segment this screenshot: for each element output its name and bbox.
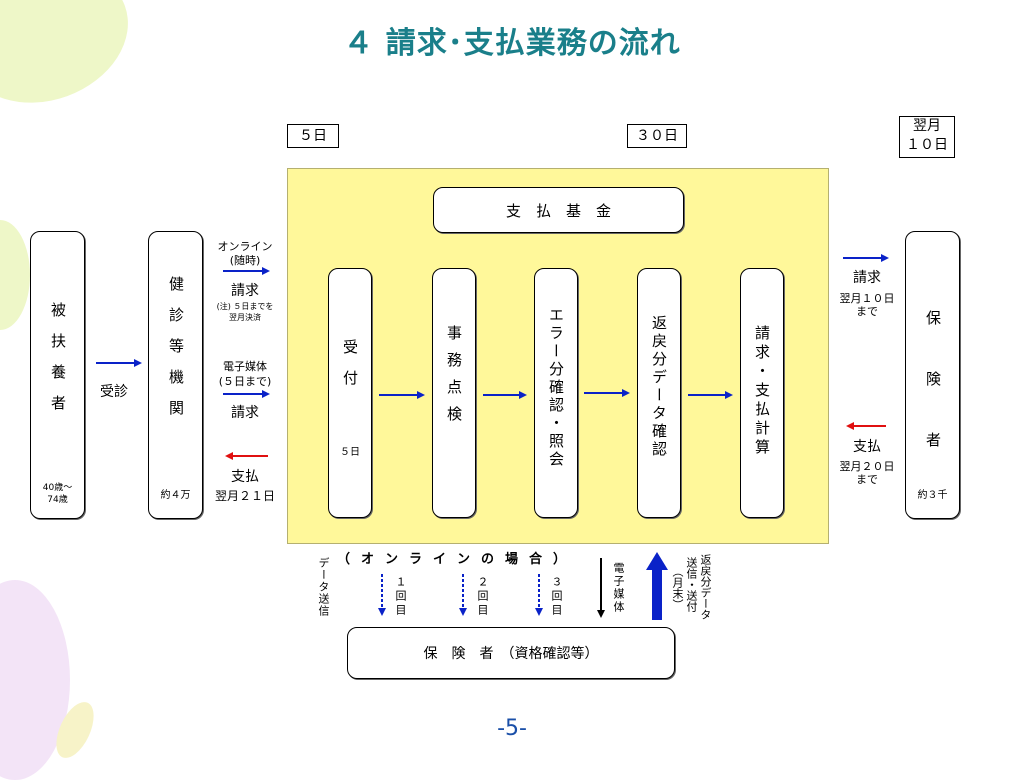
- shiharai-left-label: 支払: [231, 469, 259, 485]
- shiharai-right-label: 支払: [853, 439, 881, 455]
- step-error-check: エラー分確認・照会: [534, 268, 578, 518]
- fund-title-box: 支 払 基 金: [433, 187, 684, 233]
- shiharai-left-date: 翌月２１日: [214, 489, 275, 503]
- media-line1: 電子媒体: [223, 360, 267, 373]
- seikyu-right-label: 請求: [853, 270, 881, 286]
- round2-label: ２回目: [476, 576, 489, 618]
- data-send-label: データ送信: [317, 557, 330, 617]
- dependents-age-line1: 40歳～: [42, 483, 73, 493]
- step-uketsuke: 受付 ５日: [328, 268, 372, 518]
- dependents-age-line2: 74歳: [47, 495, 68, 505]
- note-line1: (注) ５日までを: [216, 302, 274, 311]
- seikyu-media-label: 請求: [231, 405, 259, 421]
- round1-label: １回目: [394, 576, 407, 618]
- day-30-label: ３０日: [636, 128, 678, 144]
- insurer-bottom-label: 保 険 者 （資格確認等）: [423, 646, 599, 662]
- shiharai-right-date-line2: まで: [856, 473, 878, 486]
- dependents-label: 被扶養者: [49, 302, 67, 426]
- step-billing-calc: 請求・支払計算: [740, 268, 784, 518]
- page-number: -5-: [497, 716, 527, 741]
- dependents-box: 被扶養者 40歳～ 74歳: [30, 231, 85, 519]
- arrow-return-up: [646, 552, 668, 620]
- day-30-box: ３０日: [627, 124, 687, 148]
- shiharai-right-date-line1: 翌月２０日: [839, 460, 895, 473]
- online-line1: オンライン: [217, 240, 273, 253]
- insurer-bottom-box: 保 険 者 （資格確認等）: [347, 627, 675, 679]
- step-return-data-check: 返戻分データ確認: [637, 268, 681, 518]
- day-5-box: ５日: [287, 124, 339, 148]
- step-return-data-check-label: 返戻分データ確認: [650, 315, 668, 459]
- insurer-right-box: 保険者 約３千: [905, 231, 960, 519]
- return-send-line3: （月末）: [671, 566, 684, 610]
- media-bottom-label: 電子媒体: [612, 562, 625, 614]
- jushin-label: 受診: [100, 384, 128, 400]
- checkup-org-count: 約４万: [160, 490, 191, 501]
- day-5-label: ５日: [299, 128, 327, 144]
- note-line2: 翌月決済: [229, 313, 261, 322]
- seikyu-online-label: 請求: [231, 283, 259, 299]
- step-error-check-label: エラー分確認・照会: [547, 307, 565, 469]
- online-line2: (随時): [229, 254, 261, 267]
- step-jimu-tenken-label: 事務点検: [445, 325, 463, 433]
- return-send-line2: 送信・送付: [685, 557, 698, 612]
- step-uketsuke-label: 受付: [341, 339, 359, 401]
- step-jimu-tenken: 事務点検: [432, 268, 476, 518]
- online-case-label: （オンラインの場合）: [337, 552, 578, 567]
- return-send-line1: 返戻分データ: [699, 554, 712, 620]
- decor-leaf-left: [0, 220, 30, 330]
- step-uketsuke-note: ５日: [340, 447, 360, 458]
- seikyu-right-date-line1: 翌月１０日: [839, 292, 895, 305]
- media-line2: (５日まで): [218, 375, 272, 388]
- next-month-10-box: 翌月 １０日: [899, 116, 955, 158]
- fund-title: 支 払 基 金: [505, 201, 611, 220]
- round3-label: ３回目: [550, 576, 563, 618]
- insurer-right-count: 約３千: [917, 490, 948, 501]
- checkup-org-label: 健診等機関: [167, 276, 185, 431]
- step-billing-calc-label: 請求・支払計算: [753, 325, 771, 458]
- checkup-org-box: 健診等機関 約４万: [148, 231, 203, 519]
- next-month-10-line2: １０日: [906, 137, 948, 153]
- seikyu-right-date-line2: まで: [856, 305, 878, 318]
- insurer-right-label: 保険者: [924, 310, 942, 493]
- page-title: ４ 請求･支払業務の流れ: [343, 26, 681, 61]
- next-month-10-line1: 翌月: [913, 118, 941, 134]
